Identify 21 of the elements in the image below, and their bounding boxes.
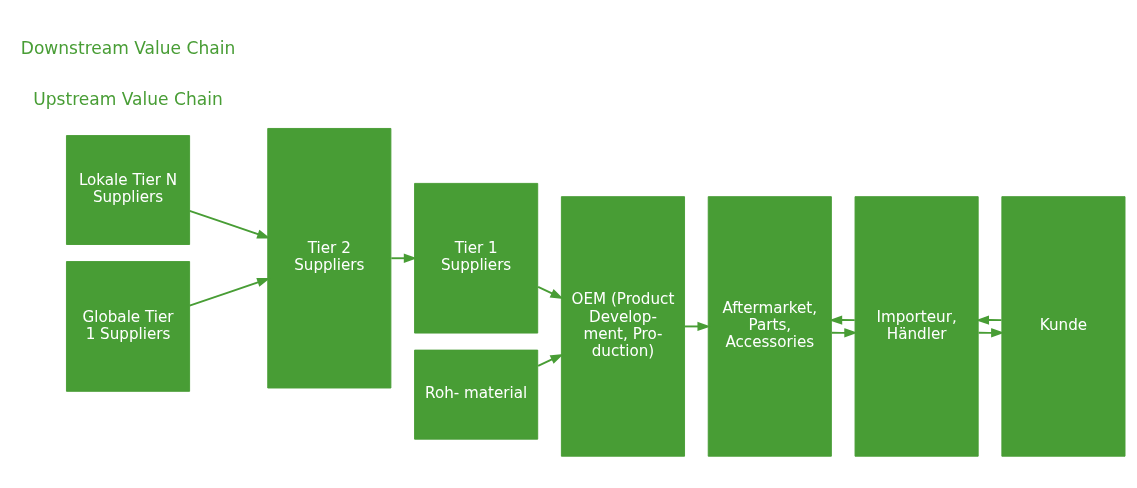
arrow [390, 253, 418, 263]
arrow [830, 327, 858, 337]
label: Upstream Value Chain [33, 88, 223, 109]
arrow [977, 327, 1005, 337]
node-box: Tier 2 Suppliers [267, 127, 392, 388]
arrow [188, 277, 271, 307]
node-box: Tier 1 Suppliers [414, 182, 539, 334]
arrow [975, 314, 1003, 325]
arrow [537, 285, 564, 299]
node-box: Globale Tier 1 Suppliers [66, 260, 191, 392]
arrow [684, 321, 711, 331]
node-box: Lokale Tier N Suppliers [66, 134, 191, 245]
arrow [828, 314, 856, 325]
label: Downstream Value Chain [20, 37, 236, 58]
node-box: Roh- material [414, 349, 539, 440]
node-box: Importeur, Händler [854, 195, 979, 457]
node-box: Aftermarket, Parts, Accessories [707, 195, 832, 457]
node-box: OEM (Product Develop- ment, Pro- duction) [560, 195, 685, 457]
node-box: Kunde [1001, 195, 1126, 457]
arrow [537, 353, 564, 367]
arrow [188, 209, 271, 238]
